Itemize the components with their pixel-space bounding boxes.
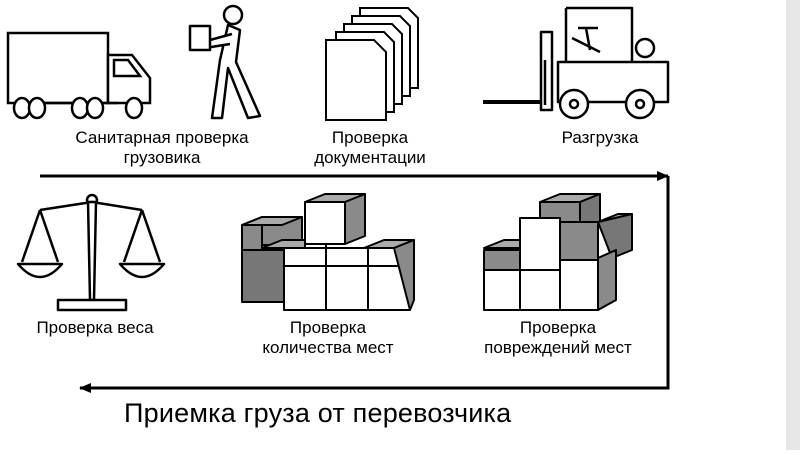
walking-person-carrying-box-icon xyxy=(188,4,262,120)
diagram-caption: Приемка груза от перевозчика xyxy=(124,398,512,428)
label-truck-line2: грузовика xyxy=(123,148,201,167)
forklift-icon xyxy=(483,6,670,120)
label-truck-line1: Санитарная проверка xyxy=(75,128,249,147)
label-damage-check: Проверка повреждений мест xyxy=(458,318,658,358)
label-docs-check: Проверка документации xyxy=(295,128,445,168)
label-unload: Разгрузка xyxy=(561,128,639,147)
balance-scale-icon xyxy=(16,193,166,312)
label-count-line1: Проверка xyxy=(289,318,367,337)
label-count-check: Проверка количества мест xyxy=(238,318,418,358)
label-docs-line1: Проверка xyxy=(331,128,409,147)
box-stack-icon xyxy=(241,193,415,311)
process-arrow-return xyxy=(79,176,670,393)
document-stack-icon xyxy=(325,7,419,121)
label-damage-line2: повреждений мест xyxy=(484,338,632,357)
label-damage-line1: Проверка xyxy=(519,318,597,337)
label-docs-line2: документации xyxy=(314,148,426,167)
box-stack-damage-icon xyxy=(483,193,633,311)
label-count-line2: количества мест xyxy=(262,338,394,357)
right-edge-border xyxy=(786,0,800,450)
truck-icon xyxy=(6,31,152,120)
label-truck-check: Санитарная проверка грузовика xyxy=(42,128,282,168)
label-weight-check: Проверка веса xyxy=(36,318,154,337)
